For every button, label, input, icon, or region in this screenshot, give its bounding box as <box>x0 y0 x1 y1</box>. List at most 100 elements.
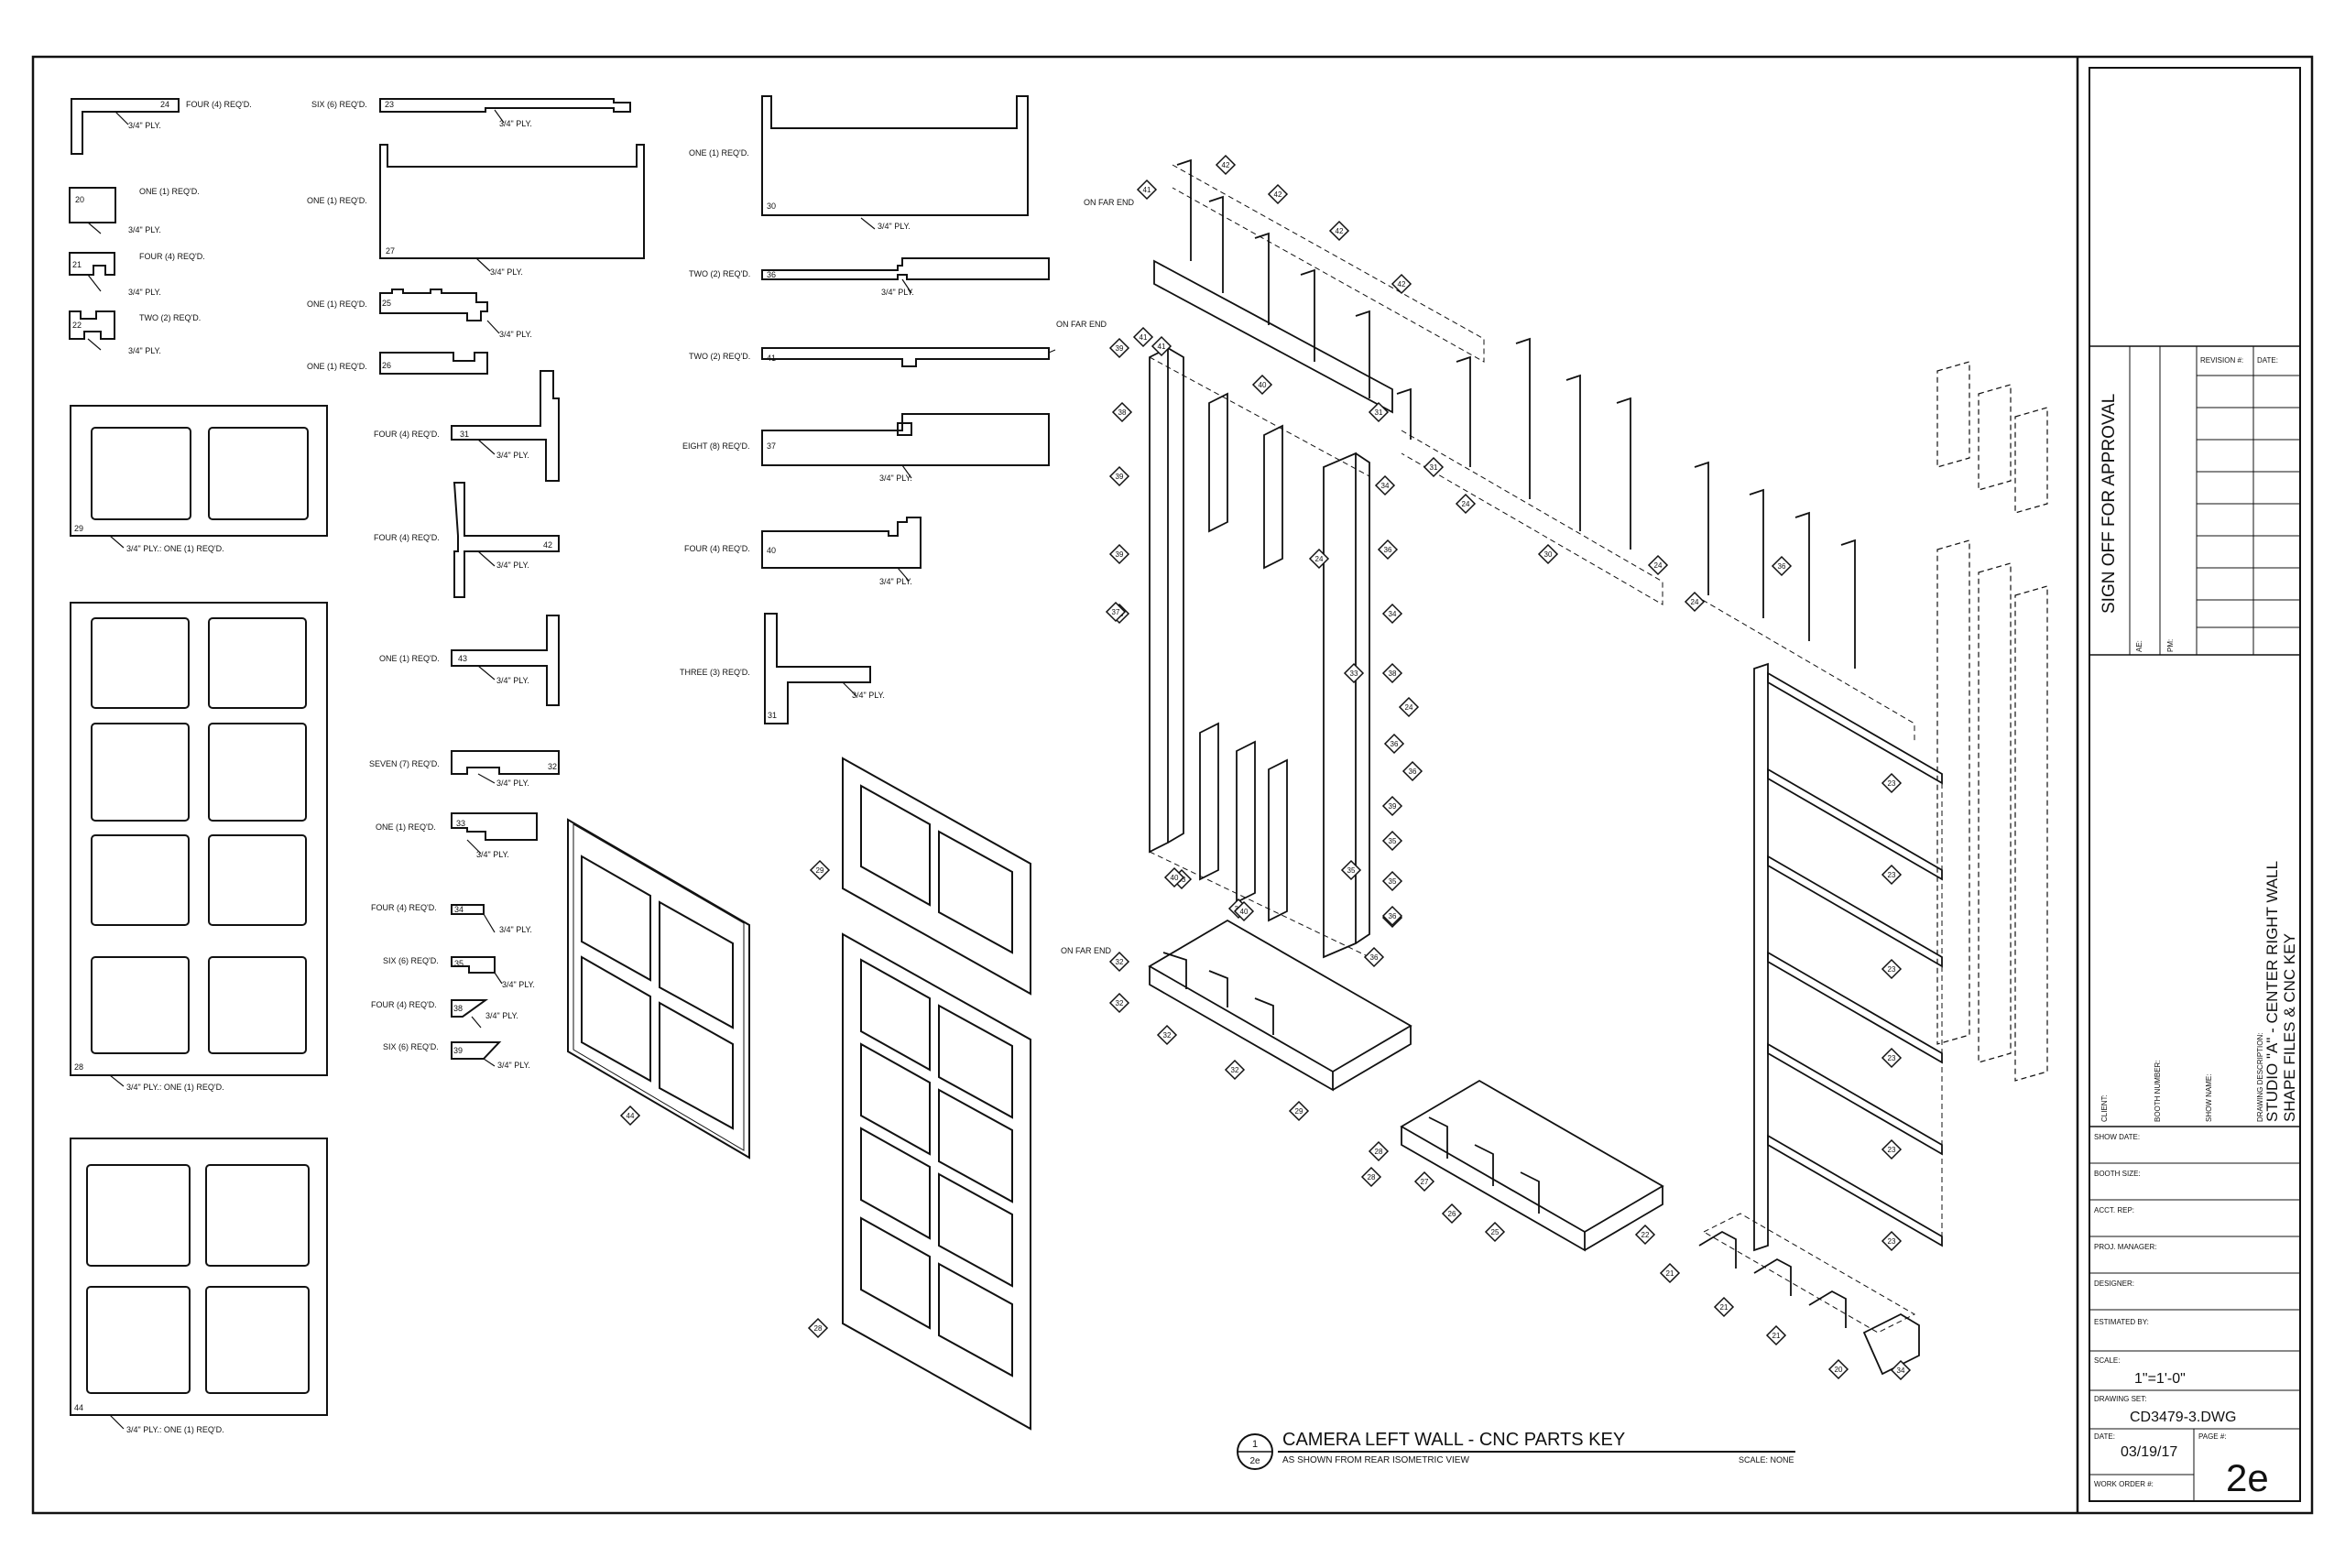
part-num: 22 <box>72 321 82 330</box>
part-num: 37 <box>767 441 776 451</box>
scale-label: SCALE: <box>2094 1356 2120 1365</box>
callout-diamond: 40 <box>1233 900 1255 922</box>
callout-number: 24 <box>1462 500 1470 508</box>
callout-diamond: 36 <box>1381 905 1403 927</box>
acct-rep-label: ACCT. REP: <box>2094 1206 2134 1214</box>
callout-diamond: 36 <box>1383 733 1405 755</box>
part-material: 3/4" PLY. <box>497 1061 530 1070</box>
callout-diamond: 44 <box>619 1105 641 1127</box>
part-num: 40 <box>767 546 776 555</box>
callout-diamond: 27 <box>1413 1171 1435 1192</box>
part-material: 3/4" PLY. <box>490 267 523 277</box>
callout-diamond: 21 <box>1713 1296 1735 1318</box>
parts-column-1 <box>69 98 328 1430</box>
part-qty: THREE (3) REQ'D. <box>680 668 750 677</box>
parts-column-2-labels: 23 SIX (6) REQ'D. 3/4" PLY. 27 ONE (1) R… <box>307 100 557 1070</box>
part-material: 3/4" PLY. <box>485 1011 518 1020</box>
callout-diamond: 32 <box>1108 951 1130 973</box>
part-num: 27 <box>386 246 395 256</box>
callout-number: 39 <box>1116 473 1124 481</box>
callout-number: 23 <box>1888 779 1896 788</box>
panel-label: 3/4" PLY.: ONE (1) REQ'D. <box>126 1083 224 1092</box>
part-qty: FOUR (4) REQ'D. <box>374 533 440 542</box>
callout-diamond: 31 <box>1368 401 1390 423</box>
callout-number: 39 <box>1116 344 1124 353</box>
callout-number: 41 <box>1158 343 1166 351</box>
callout-diamond: 23 <box>1881 772 1903 794</box>
callout-diamond: 24 <box>1684 591 1706 613</box>
callout-number: 31 <box>1375 408 1383 417</box>
part-num: 20 <box>75 195 84 204</box>
ae-label: AE: <box>2135 640 2143 652</box>
part-num: 24 <box>160 100 169 109</box>
callout-diamond: 34 <box>1381 603 1403 625</box>
callout-number: 23 <box>1888 871 1896 879</box>
callout-diamond: 36 <box>1363 946 1385 968</box>
callout-diamond: 21 <box>1659 1262 1681 1284</box>
callout-diamond: 24 <box>1455 493 1477 515</box>
part-qty: SIX (6) REQ'D. <box>311 100 367 109</box>
callout-diamond: 30 <box>1537 543 1559 565</box>
part-num: 32 <box>548 762 557 771</box>
callout-number: 42 <box>1274 191 1282 199</box>
part-material: 3/4" PLY. <box>128 121 161 130</box>
callout-number: 34 <box>1389 610 1397 618</box>
callout-diamond: 35 <box>1381 870 1403 892</box>
callout-number: 24 <box>1654 561 1663 570</box>
part-num: 43 <box>458 654 467 663</box>
iso-assembly-uprights <box>1936 361 2048 1082</box>
callout-diamond: 20 <box>1827 1358 1849 1380</box>
part-qty: TWO (2) REQ'D. <box>689 352 750 361</box>
show-name-label: SHOW NAME: <box>2205 1074 2213 1122</box>
callout-number: 36 <box>1409 768 1417 776</box>
callout-diamond: 36 <box>1402 760 1423 782</box>
part-qty: FOUR (4) REQ'D. <box>186 100 252 109</box>
view-subtitle: AS SHOWN FROM REAR ISOMETRIC VIEW <box>1282 1455 1469 1465</box>
part-qty: ONE (1) REQ'D. <box>307 196 367 205</box>
view-number: 1 <box>1252 1439 1258 1450</box>
part-num: 39 <box>453 1046 463 1055</box>
callout-number: 33 <box>1350 670 1358 678</box>
part-qty: EIGHT (8) REQ'D. <box>682 441 750 451</box>
callout-diamond: 22 <box>1634 1224 1656 1246</box>
far-end-note: ON FAR END <box>1056 320 1107 329</box>
callout-number: 21 <box>1772 1332 1781 1340</box>
callout-diamond: 35 <box>1340 859 1362 881</box>
callout-number: 21 <box>1720 1303 1729 1312</box>
part-num: 38 <box>453 1004 463 1013</box>
callout-number: 25 <box>1491 1228 1500 1236</box>
part-material: 3/4" PLY. <box>476 850 509 859</box>
part-material: 3/4" PLY. <box>496 451 529 460</box>
part-num: 23 <box>385 100 394 109</box>
sheet-border <box>31 55 2314 1515</box>
parts-column-3-labels: 30 ONE (1) REQ'D. 3/4" PLY. 36 TWO (2) R… <box>680 148 914 720</box>
part-material: 3/4" PLY. <box>881 288 914 297</box>
callout-number: 32 <box>1163 1031 1172 1040</box>
part-qty: ONE (1) REQ'D. <box>307 299 367 309</box>
callout-number: 32 <box>1231 1066 1239 1074</box>
date-label: DATE: <box>2094 1432 2115 1441</box>
callout-diamond: 33 <box>1343 662 1365 684</box>
parts-column-2 <box>379 98 645 1067</box>
part-material: 3/4" PLY. <box>879 577 912 586</box>
iso-assembly-bottom-1 <box>1148 919 1412 1092</box>
callout-number: 34 <box>1381 482 1390 490</box>
drawing-set-value: CD3479-3.DWG <box>2130 1410 2236 1425</box>
callout-diamond: 39 <box>1108 543 1130 565</box>
part-qty: FOUR (4) REQ'D. <box>374 430 440 439</box>
callout-diamond: 32 <box>1224 1059 1246 1081</box>
callout-number: 24 <box>1691 598 1699 606</box>
part-num: 31 <box>460 430 469 439</box>
callout-number: 26 <box>1448 1210 1456 1218</box>
part-qty: TWO (2) REQ'D. <box>689 269 750 278</box>
view-sheet: 2e <box>1249 1456 1260 1466</box>
parts-column-3 <box>761 95 1056 724</box>
part-qty: ONE (1) REQ'D. <box>376 822 436 832</box>
callout-number: 28 <box>814 1324 823 1333</box>
page-label: PAGE #: <box>2198 1432 2227 1441</box>
callout-diamond: 24 <box>1398 696 1420 718</box>
revision-label: REVISION #: <box>2200 356 2243 365</box>
description-line1: STUDIO "A" - CENTER RIGHT WALL <box>2263 861 2281 1122</box>
part-material: 3/4" PLY. <box>499 330 532 339</box>
client-label: CLIENT: <box>2100 1094 2109 1122</box>
